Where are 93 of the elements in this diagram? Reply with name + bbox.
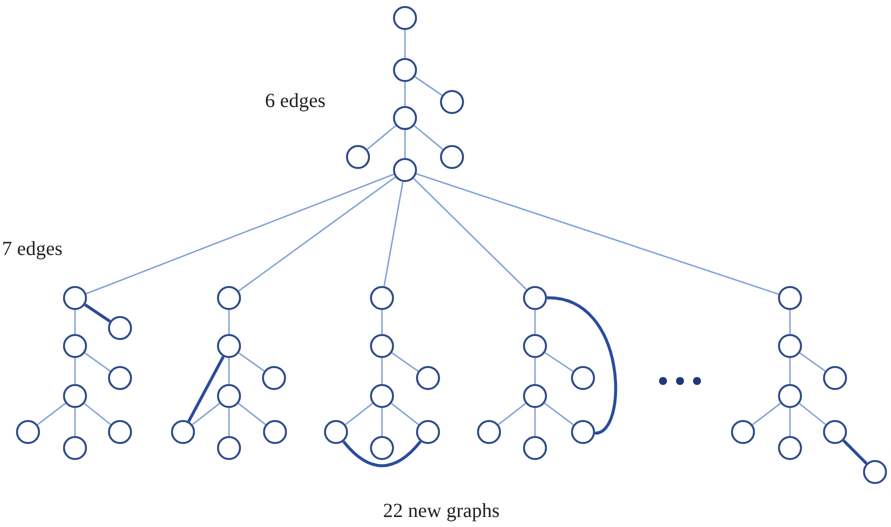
graph-vertex: [863, 460, 887, 484]
edge-line: [381, 310, 383, 334]
graph-vertex: [440, 145, 464, 169]
edge-line: [414, 76, 442, 96]
edge-line: [789, 310, 791, 334]
edge-line: [228, 310, 230, 334]
edge-count-label: 6 edges: [265, 90, 326, 113]
edge-line: [228, 408, 230, 436]
graph-vertex: [217, 286, 241, 310]
graph-vertex: [108, 316, 132, 340]
graph-vertex: [571, 366, 595, 390]
graph-vertex: [217, 384, 241, 408]
graph-vertex: [778, 286, 802, 310]
caption-text: 22 new graphs: [383, 500, 500, 523]
edge-line: [404, 30, 406, 58]
graph-vertex: [263, 420, 287, 444]
graph-vertex: [523, 384, 547, 408]
edge-line: [391, 402, 419, 426]
graph-vertex: [823, 420, 847, 444]
graph-vertex: [477, 420, 501, 444]
edge-line: [404, 130, 406, 158]
edge-line: [534, 408, 536, 436]
graph-vertex: [778, 334, 802, 358]
edge-count-label: 7 edges: [2, 238, 63, 261]
graph-vertex: [823, 366, 847, 390]
graph-vertex: [16, 420, 40, 444]
graph-vertex: [370, 334, 394, 358]
graph-vertex: [63, 286, 87, 310]
graph-vertex: [523, 334, 547, 358]
graph-vertex: [416, 420, 440, 444]
graph-vertex: [171, 420, 195, 444]
edge-line: [404, 82, 406, 106]
edge-line: [345, 402, 373, 426]
graph-vertex: [108, 420, 132, 444]
edge-line: [789, 408, 791, 436]
edge-line: [238, 352, 265, 372]
new-edge-line: [342, 440, 422, 468]
graph-vertex: [440, 90, 464, 114]
edge-line: [391, 352, 419, 372]
edge-line: [752, 402, 781, 426]
edge-line: [84, 352, 111, 372]
edge-line: [799, 352, 826, 372]
graph-vertex: [370, 436, 394, 460]
graph-vertex: [262, 366, 286, 390]
new-edge-line: [842, 439, 868, 465]
edge-line: [544, 402, 574, 426]
graph-vertex: [393, 158, 417, 182]
edge-line: [74, 310, 76, 334]
graph-vertex: [523, 436, 547, 460]
edge-line: [534, 358, 536, 384]
graph-vertex: [393, 106, 417, 130]
edge-line: [381, 358, 383, 384]
graph-vertex: [778, 384, 802, 408]
edge-line: [534, 310, 536, 334]
edge-line: [789, 358, 791, 384]
graph-vertex: [523, 286, 547, 310]
edge-line: [381, 408, 383, 436]
edge-line: [86, 174, 394, 294]
new-edge-line: [546, 296, 618, 434]
graph-vertex: [416, 366, 440, 390]
new-edge-line: [84, 303, 111, 323]
graph-vertex: [571, 420, 595, 444]
graph-vertex: [63, 436, 87, 460]
graph-vertex: [217, 436, 241, 460]
graph-vertex: [731, 420, 755, 444]
graph-vertex: [778, 436, 802, 460]
graph-vertex: [63, 334, 87, 358]
edge-line: [74, 358, 76, 384]
edge-line: [414, 125, 444, 150]
new-edge-line: [187, 356, 225, 422]
graph-vertex: [346, 145, 370, 169]
graph-vertex: [324, 420, 348, 444]
edge-line: [413, 178, 527, 290]
edge-line: [192, 402, 220, 426]
edge-line: [37, 402, 66, 426]
graph-vertex: [393, 58, 417, 82]
edge-line: [238, 176, 396, 292]
edge-line: [366, 125, 396, 150]
edge-line: [74, 408, 76, 436]
edge-line: [238, 402, 266, 426]
graph-vertex: [370, 286, 394, 310]
edge-line: [498, 402, 526, 426]
edge-line: [228, 358, 230, 384]
edge-line: [798, 402, 826, 426]
graph-vertex: [63, 384, 87, 408]
graph-vertex: [393, 6, 417, 30]
edge-line: [84, 402, 112, 426]
graph-vertex: [370, 384, 394, 408]
graph-vertex: [217, 334, 241, 358]
graph-vertex: [108, 366, 132, 390]
edge-line: [383, 182, 404, 286]
edge-line: [416, 173, 779, 295]
edge-line: [544, 352, 574, 372]
